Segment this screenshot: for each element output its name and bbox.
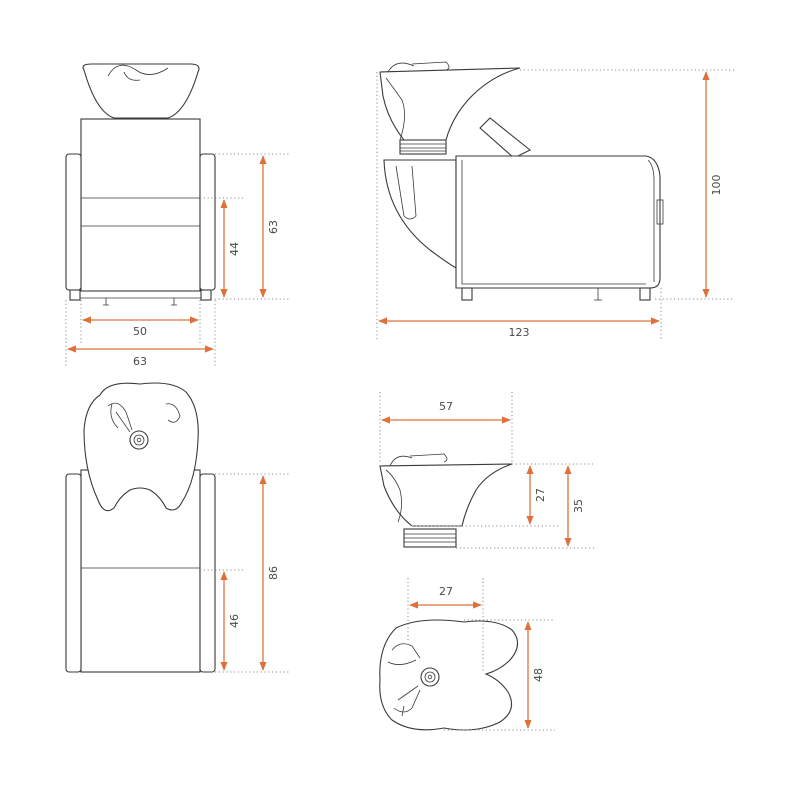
front-bowl bbox=[82, 63, 200, 119]
front-view: 63 44 50 63 bbox=[65, 63, 290, 368]
side-bowl bbox=[379, 67, 521, 141]
top-right-armrest bbox=[199, 473, 216, 673]
front-label-63-vertical: 63 bbox=[267, 220, 280, 234]
top-bowl bbox=[83, 382, 199, 512]
side-label-100: 100 bbox=[710, 175, 723, 196]
side-label-123: 123 bbox=[509, 326, 530, 339]
bowl-top-drain bbox=[420, 667, 440, 687]
front-label-44: 44 bbox=[228, 242, 241, 256]
bowl-label-27: 27 bbox=[534, 488, 547, 502]
front-foot-right bbox=[200, 289, 212, 301]
side-view: 100 123 bbox=[376, 61, 735, 340]
side-seat-body bbox=[455, 155, 661, 289]
bowl-label-35: 35 bbox=[572, 499, 585, 513]
front-faucet-hose bbox=[107, 64, 169, 77]
bowl-top-body bbox=[379, 619, 519, 731]
side-pedal bbox=[594, 288, 602, 301]
side-pedestal bbox=[383, 159, 457, 269]
bowl-side-view: 57 27 35 bbox=[379, 392, 595, 549]
front-right-armrest bbox=[199, 153, 216, 291]
front-foot-left bbox=[69, 289, 81, 301]
side-foot-front bbox=[461, 287, 473, 301]
top-view: 86 46 bbox=[65, 382, 290, 673]
top-label-46: 46 bbox=[228, 614, 241, 628]
front-pedal-right bbox=[171, 298, 177, 306]
side-foot-back bbox=[639, 287, 651, 301]
bowl-label-57: 57 bbox=[439, 400, 453, 413]
side-backrest bbox=[479, 117, 532, 159]
top-left-armrest bbox=[65, 473, 82, 673]
bowl-top-label-27: 27 bbox=[439, 585, 453, 598]
bowl-top-view: 27 48 bbox=[379, 578, 555, 731]
front-left-armrest bbox=[65, 153, 82, 291]
bowl-top-label-48: 48 bbox=[532, 668, 545, 682]
bowl-side-body bbox=[379, 463, 513, 527]
side-bowl-collar bbox=[399, 139, 447, 155]
front-pedal-left bbox=[103, 298, 109, 306]
front-label-50: 50 bbox=[133, 325, 147, 338]
top-drain bbox=[129, 430, 149, 450]
side-handle bbox=[656, 199, 664, 225]
front-label-63-horizontal: 63 bbox=[133, 355, 147, 368]
front-body bbox=[80, 118, 201, 292]
top-label-86: 86 bbox=[267, 566, 280, 580]
